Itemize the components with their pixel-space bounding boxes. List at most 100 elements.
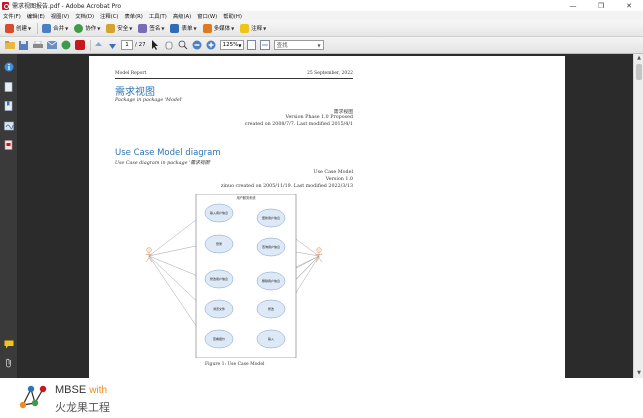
multimedia-button[interactable]: 多媒体▼: [201, 22, 237, 35]
title-bar: 需求视图报告.pdf - Adobe Acrobat Pro — ❐ ✕: [0, 0, 643, 11]
section-subtitle: Package in package 'Model': [115, 98, 183, 103]
svg-text:查询用户信息: 查询用户信息: [262, 244, 280, 249]
restore-button[interactable]: ❐: [597, 1, 605, 10]
navigation-toolbar: 1 / 27 125%▼ 查找▼: [0, 37, 643, 54]
open-folder-icon[interactable]: [4, 40, 15, 51]
signatures-icon[interactable]: [3, 120, 14, 131]
brand-watermark: MBSE with 火龙果工程: [0, 378, 643, 418]
svg-text:删除用户信息: 删除用户信息: [262, 278, 280, 283]
forms-button[interactable]: 表单▼: [168, 22, 198, 35]
multimedia-icon: [202, 23, 212, 33]
svg-text:输入: 输入: [268, 336, 274, 341]
page-number-input[interactable]: 1: [121, 40, 133, 50]
create-button[interactable]: 创建▼: [3, 22, 33, 35]
comment-icon: [240, 23, 250, 33]
brand-name: MBSE with: [55, 384, 108, 396]
close-button[interactable]: ✕: [626, 1, 632, 10]
find-input[interactable]: 查找▼: [273, 40, 324, 50]
menu-edit[interactable]: 编辑(E): [26, 13, 45, 20]
fit-page-icon[interactable]: [246, 40, 257, 51]
svg-text:更新用户信息: 更新用户信息: [262, 215, 280, 220]
zoom-level-select[interactable]: 125%▼: [219, 40, 244, 50]
menu-help[interactable]: 帮助(H): [223, 13, 242, 20]
package-dates: created on 2008/7/7. Last modified 2015/…: [244, 122, 353, 127]
marquee-zoom-icon[interactable]: [178, 40, 189, 51]
comments-panel-icon[interactable]: [3, 339, 14, 350]
combine-files-icon: [42, 23, 52, 33]
bookmarks-icon[interactable]: [3, 100, 14, 111]
menu-tools[interactable]: 工具(T): [148, 13, 167, 20]
collaborate-button[interactable]: 协作▼: [72, 22, 102, 35]
sign-button[interactable]: 签名▼: [136, 22, 166, 35]
acrobat-logo-icon[interactable]: [74, 40, 85, 51]
package-name: 需求视图: [333, 110, 353, 115]
use-case-left-5: 查看报价: [204, 329, 234, 349]
comment-button[interactable]: 注释▼: [238, 22, 268, 35]
header-rule: [115, 78, 353, 79]
minimize-button[interactable]: —: [569, 1, 577, 10]
zoom-in-icon[interactable]: [206, 40, 217, 51]
menu-forms[interactable]: 表单(R): [124, 13, 143, 20]
fit-width-icon[interactable]: [260, 40, 271, 51]
chevron-down-icon: ▼: [263, 25, 267, 31]
menu-window[interactable]: 窗口(W): [197, 13, 218, 20]
chevron-down-icon: ▼: [129, 25, 133, 31]
window-controls: — ❐ ✕: [559, 0, 643, 11]
use-case-right-2: 查询用户信息: [256, 237, 286, 257]
page-header-right: 25 September, 2022: [306, 71, 353, 76]
use-case-right-4: 修改: [256, 299, 286, 319]
use-case-right-1: 更新用户信息: [256, 208, 286, 228]
menu-bar: 文件(F) 编辑(E) 视图(V) 文档(D) 注释(C) 表单(R) 工具(T…: [0, 11, 643, 20]
diagram-subtitle: Use Case diagram in package '需求视图': [115, 161, 211, 166]
menu-file[interactable]: 文件(F): [3, 13, 21, 20]
svg-text:查看报价: 查看报价: [213, 336, 225, 341]
previous-page-icon[interactable]: [93, 40, 104, 51]
save-icon[interactable]: [18, 40, 29, 51]
chevron-down-icon: ▼: [231, 25, 235, 31]
document-viewport[interactable]: Model Report 25 September, 2022 需求视图 Pac…: [17, 54, 633, 378]
zoom-out-icon[interactable]: [192, 40, 203, 51]
menu-comments[interactable]: 注释(C): [100, 13, 119, 20]
pages-icon[interactable]: [3, 81, 14, 92]
pen-icon: [138, 23, 148, 33]
attachment-clip-icon[interactable]: [3, 357, 14, 368]
scroll-up-icon[interactable]: ▲: [637, 55, 641, 61]
svg-text:修改用户信息: 修改用户信息: [210, 276, 228, 281]
info-icon[interactable]: [3, 61, 14, 72]
diagram-dates: zinuo created on 2005/11/19. Last modifi…: [220, 184, 353, 189]
collaborate-icon: [74, 23, 84, 33]
chevron-down-icon: ▼: [161, 25, 165, 31]
share-icon[interactable]: [60, 40, 71, 51]
figure-caption: Figure 1: Use Case Model: [205, 362, 265, 367]
pdf-page: Model Report 25 September, 2022 需求视图 Pac…: [89, 56, 565, 378]
print-icon[interactable]: [32, 40, 43, 51]
brand-chinese-name: 火龙果工程: [55, 401, 110, 414]
actor-right-icon: [315, 247, 323, 263]
vertical-scrollbar[interactable]: ▲ ▼: [633, 54, 643, 378]
page-header-left: Model Report: [115, 71, 147, 76]
menu-document[interactable]: 文档(D): [75, 13, 95, 20]
chevron-down-icon: ▼: [193, 25, 197, 31]
actor-left-icon: [145, 247, 153, 263]
combine-button[interactable]: 合并▼: [40, 22, 70, 35]
window-title: 需求视图报告.pdf - Adobe Acrobat Pro: [12, 3, 122, 10]
section-title: 需求视图: [115, 87, 155, 98]
menu-advanced[interactable]: 高级(A): [172, 13, 192, 20]
acrobat-app-icon: [2, 1, 9, 10]
menu-view[interactable]: 视图(V): [50, 13, 70, 20]
next-page-icon[interactable]: [107, 40, 118, 51]
chevron-down-icon: ▼: [28, 25, 32, 31]
chevron-down-icon: ▼: [238, 42, 242, 48]
create-pdf-icon: [5, 23, 14, 33]
package-version: Version Phase 1.0 Proposed: [285, 115, 353, 120]
svg-text:修改: 修改: [268, 306, 274, 311]
select-cursor-icon[interactable]: [150, 40, 161, 51]
secure-button[interactable]: 安全▼: [104, 22, 134, 35]
scroll-down-icon[interactable]: ▼: [637, 370, 641, 376]
scrollbar-thumb[interactable]: [636, 64, 642, 80]
email-icon[interactable]: [46, 40, 57, 51]
hand-tool-icon[interactable]: [164, 40, 175, 51]
svg-text:登录: 登录: [216, 241, 222, 246]
attachments-icon[interactable]: [3, 139, 14, 150]
diagram-name: Use Case Model: [313, 170, 353, 175]
